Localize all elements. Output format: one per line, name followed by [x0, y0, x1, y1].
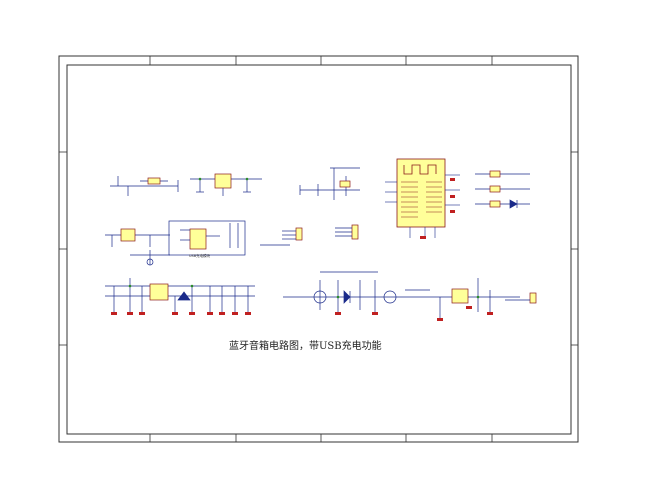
buttons-led-block: [475, 170, 530, 209]
dc-input-block: [110, 176, 179, 196]
ground-symbols-audio: [335, 306, 493, 321]
header-connectors: [260, 224, 359, 246]
mic-input-block: [299, 167, 360, 200]
diagram-caption: 蓝牙音箱电路图，带USB充电功能: [229, 341, 382, 352]
drawing-frame: [58, 55, 579, 443]
ldo-regulator-block: [190, 173, 262, 196]
junction-dots: [128, 177, 480, 299]
bluetooth-module: [385, 158, 460, 239]
usb-charge-block: [105, 220, 246, 266]
power-amp-block: [105, 278, 255, 312]
charge-ic-label: USB充电模块: [189, 253, 211, 258]
frame-zone-ticks: [59, 56, 578, 442]
audio-output-block: [283, 271, 537, 318]
ground-symbols-amp: [111, 312, 251, 315]
